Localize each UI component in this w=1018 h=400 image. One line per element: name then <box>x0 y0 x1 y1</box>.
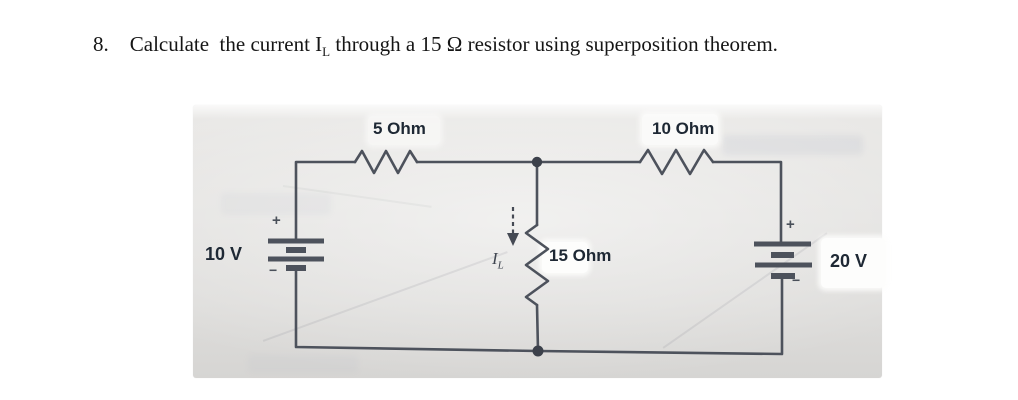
label-resistor-10ohm: 10 Ohm <box>652 119 715 138</box>
circuit-diagram <box>268 148 812 357</box>
resistor-10ohm-symbol <box>638 148 715 176</box>
problem-text: Calculate the current IL through a 15 Ω … <box>129 32 778 60</box>
load-current-base: I <box>492 249 498 268</box>
label-source-20v: 20 V <box>830 251 868 271</box>
resistor-5ohm-symbol <box>353 149 419 175</box>
wire-load-branch-bottom <box>535 303 540 353</box>
minus-sign-left-battery: − <box>269 262 278 278</box>
current-subscript: L <box>322 44 331 60</box>
label-source-10v: 10 V <box>205 244 243 264</box>
whiteout-patch-10ohm <box>642 114 718 145</box>
label-resistor-5ohm: 5 Ohm <box>373 119 426 138</box>
problem-text-part1: Calculate the current I <box>129 32 323 56</box>
whiteout-patch-20v <box>821 238 885 288</box>
junction-dot-top <box>531 156 543 168</box>
battery-10v-symbol <box>268 238 324 271</box>
scan-smudge <box>723 135 863 155</box>
wire-left-top <box>294 160 357 243</box>
load-current-sub: L <box>497 259 504 272</box>
junction-dot-bottom <box>532 345 544 357</box>
plus-sign-right-battery: + <box>786 216 795 233</box>
load-current-label: IL <box>492 249 504 272</box>
whiteout-patch-15ohm <box>542 242 588 273</box>
scan-smudge <box>248 355 358 373</box>
problem-text-part2: through a 15 Ω resistor using superposit… <box>330 32 778 56</box>
wire-right-top <box>711 160 783 246</box>
label-resistor-15ohm: 15 Ohm <box>549 246 612 265</box>
current-arrow-icon <box>507 207 519 246</box>
whiteout-patch-5ohm <box>368 116 440 145</box>
problem-statement: 8. Calculate the current IL through a 15 … <box>72 7 778 82</box>
problem-number: 8. <box>93 32 109 56</box>
circuit-photo: 5 Ohm 10 Ohm 15 Ohm 10 V 20 V + − + − IL <box>193 105 885 378</box>
minus-sign-right-battery: − <box>792 272 801 288</box>
plus-sign-left-battery: + <box>272 212 281 229</box>
resistor-15ohm-symbol <box>524 223 550 307</box>
scan-smudge <box>221 193 331 215</box>
battery-20v-symbol <box>754 241 812 279</box>
